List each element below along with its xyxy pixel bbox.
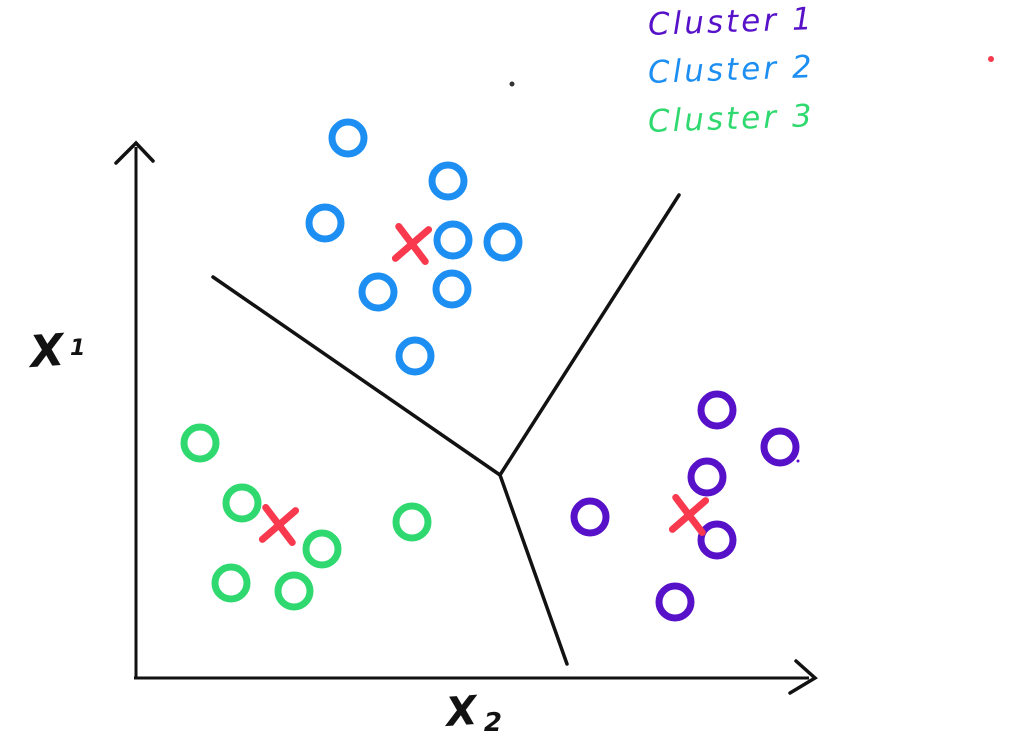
data-point-cluster-1 — [655, 582, 695, 622]
data-point-cluster-1 — [697, 520, 737, 560]
legend: Cluster 1 Cluster 2 Cluster 3 — [647, 1, 816, 140]
data-point-cluster-2 — [395, 336, 435, 376]
ink-speck — [796, 459, 800, 463]
data-point-cluster-1 — [570, 497, 610, 537]
decision-boundary-2 — [498, 193, 681, 477]
legend-item-cluster-2: Cluster 2 — [647, 49, 816, 92]
data-point-cluster-2 — [432, 269, 472, 309]
data-point-cluster-3 — [274, 571, 314, 611]
x-axis-arrowhead — [788, 659, 818, 695]
data-point-cluster-3 — [392, 502, 432, 542]
y-axis-label-text: X — [28, 324, 66, 379]
y-axis-label-subscript: 1 — [69, 336, 86, 361]
x-axis-label-text: X — [444, 687, 479, 737]
y-axis-arrowhead — [114, 140, 155, 165]
data-point-cluster-2 — [483, 222, 523, 262]
data-point-cluster-2 — [358, 272, 398, 312]
centroid-marker-cluster-3 — [258, 504, 300, 546]
data-point-cluster-2 — [305, 203, 345, 243]
y-axis-label: X 1 — [28, 324, 86, 379]
x-axis-label-subscript: 2 — [483, 708, 502, 738]
legend-item-cluster-3: Cluster 3 — [647, 97, 816, 140]
ink-speck — [509, 81, 515, 87]
centroid-marker-cluster-2 — [391, 223, 433, 265]
legend-item-cluster-1: Cluster 1 — [647, 1, 816, 43]
data-point-cluster-1 — [687, 457, 727, 497]
centroid-x-stroke — [668, 497, 710, 533]
data-point-cluster-3 — [222, 483, 262, 523]
centroid-x-stroke — [258, 507, 300, 543]
decision-boundary-3 — [498, 473, 569, 666]
data-point-cluster-3 — [211, 563, 251, 603]
data-point-cluster-3 — [302, 529, 342, 569]
x-axis-label: X 2 — [444, 687, 502, 738]
centroid-x-stroke — [391, 226, 433, 262]
decision-boundary-1 — [211, 275, 502, 477]
centroid-marker-cluster-1 — [668, 494, 710, 536]
data-point-cluster-1 — [760, 427, 800, 467]
data-point-cluster-2 — [328, 118, 368, 158]
data-point-cluster-2 — [433, 220, 473, 260]
data-point-cluster-2 — [428, 161, 468, 201]
data-point-cluster-3 — [180, 423, 220, 463]
data-point-cluster-1 — [697, 390, 737, 430]
ink-speck — [988, 56, 994, 62]
